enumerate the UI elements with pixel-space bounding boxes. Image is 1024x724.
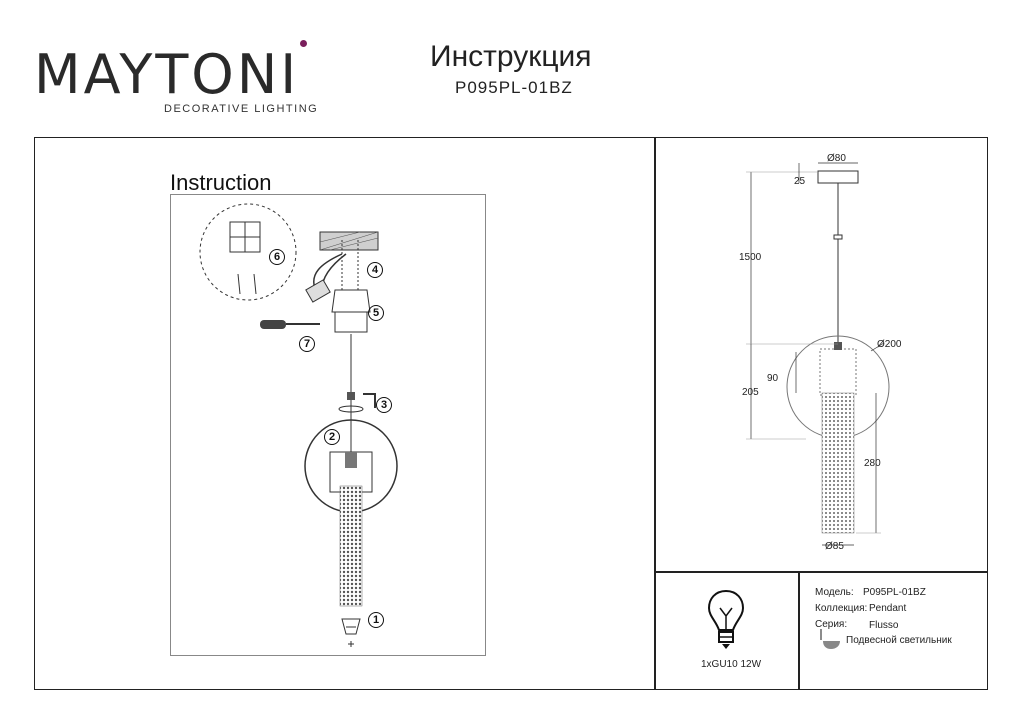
spec-series-label: Серия: xyxy=(815,619,848,630)
brand-tagline: DECORATIVE LIGHTING xyxy=(164,103,319,115)
document-title: Инструкция xyxy=(430,40,592,73)
spec-collection-label: Коллекция: xyxy=(815,603,868,614)
dim-globe-diameter: Ø200 xyxy=(877,339,902,350)
chain-tassel xyxy=(339,485,363,607)
screwdriver xyxy=(260,320,286,329)
dim-canopy-height: 25 xyxy=(794,176,806,187)
spec-model-label: Модель: xyxy=(815,587,854,598)
instruction-box xyxy=(170,194,486,656)
dim-height-205: 205 xyxy=(742,387,759,398)
spec-type-value: Подвесной светильник xyxy=(846,635,952,646)
dim-shade-diameter: Ø85 xyxy=(825,541,844,552)
pendant-icon xyxy=(820,629,840,649)
lamp-spec: 1xGU10 12W xyxy=(701,659,762,670)
step-marker-4: 4 xyxy=(367,262,383,278)
step-marker-2: 2 xyxy=(324,429,340,445)
terminal-detail xyxy=(199,203,297,301)
content-frame xyxy=(34,137,988,690)
dimension-drawing xyxy=(746,162,890,546)
frame-divider-spec xyxy=(798,571,800,690)
frame-divider-horizontal xyxy=(654,571,988,573)
step-marker-1: 1 xyxy=(368,612,384,628)
brand-logo-text: MAYTONI xyxy=(34,43,300,106)
frame-divider-vertical xyxy=(654,137,656,690)
spec-model-value: P095PL-01BZ xyxy=(863,587,926,598)
document-model: P095PL-01BZ xyxy=(455,78,573,97)
brand-logo: MAYTONI xyxy=(34,48,299,102)
dim-chain xyxy=(821,392,855,534)
canopy xyxy=(334,311,368,333)
dim-chain-280: 280 xyxy=(864,458,881,469)
brand-logo-dot xyxy=(300,40,307,47)
step-marker-5: 5 xyxy=(368,305,384,321)
instruction-title: Instruction xyxy=(170,170,272,195)
spec-series-value: Flusso xyxy=(869,620,899,631)
step-marker-7: 7 xyxy=(299,336,315,352)
dim-inner-90: 90 xyxy=(767,373,779,384)
lightbulb-icon xyxy=(707,589,745,649)
dim-canopy-diameter: Ø80 xyxy=(827,153,846,164)
spec-collection-value: Pendant xyxy=(869,603,907,614)
assembly-diagram xyxy=(199,203,398,647)
step-marker-3: 3 xyxy=(376,397,392,413)
step-marker-6: 6 xyxy=(269,249,285,265)
dim-canopy xyxy=(817,170,859,184)
dim-cable-length: 1500 xyxy=(739,252,762,263)
